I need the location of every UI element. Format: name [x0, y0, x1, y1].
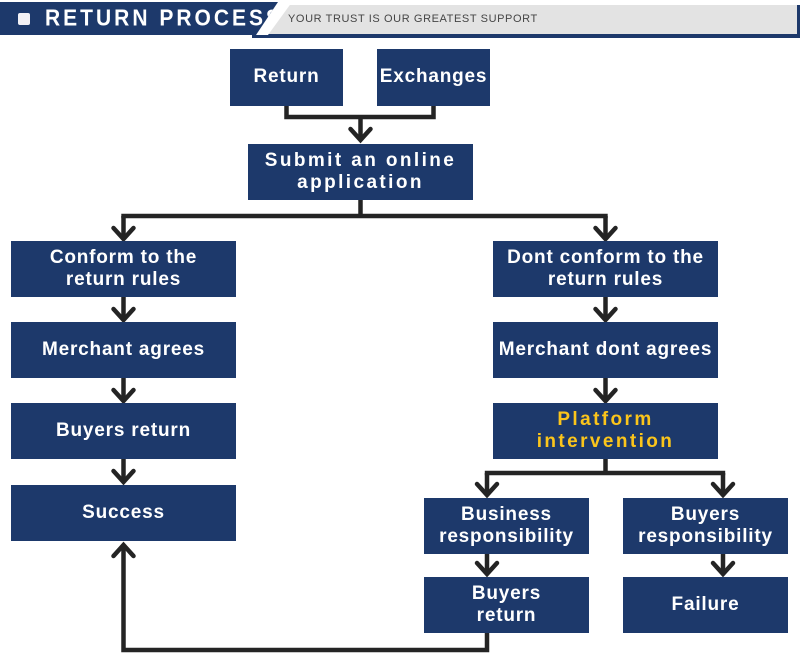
node-business-responsibility: Business responsibility: [424, 498, 589, 554]
node-return: Return: [230, 49, 343, 106]
node-buyers-return-2: Buyers return: [424, 577, 589, 633]
header-title-bar: RETURN PROCESS: [0, 2, 284, 35]
page-title: RETURN PROCESS: [45, 5, 284, 31]
node-buyers-responsibility: Buyers responsibility: [623, 498, 788, 554]
node-submit-application: Submit an online application: [248, 144, 473, 200]
node-dont-conform-rules: Dont conform to the return rules: [493, 241, 718, 297]
header-tagline: YOUR TRUST IS OUR GREATEST SUPPORT: [288, 13, 538, 25]
node-success: Success: [11, 485, 236, 541]
node-conform-rules: Conform to the return rules: [11, 241, 236, 297]
node-failure: Failure: [623, 577, 788, 633]
node-buyers-return: Buyers return: [11, 403, 236, 459]
tagline-band: YOUR TRUST IS OUR GREATEST SUPPORT: [252, 5, 800, 38]
node-platform-intervention: Platform intervention: [493, 403, 718, 459]
node-merchant-dont-agrees: Merchant dont agrees: [493, 322, 718, 378]
node-exchanges: Exchanges: [377, 49, 490, 106]
header: YOUR TRUST IS OUR GREATEST SUPPORT RETUR…: [0, 0, 800, 42]
square-bullet-icon: [18, 12, 30, 25]
connector-merge-return-exchanges: [284, 106, 436, 120]
node-merchant-agrees: Merchant agrees: [11, 322, 236, 378]
